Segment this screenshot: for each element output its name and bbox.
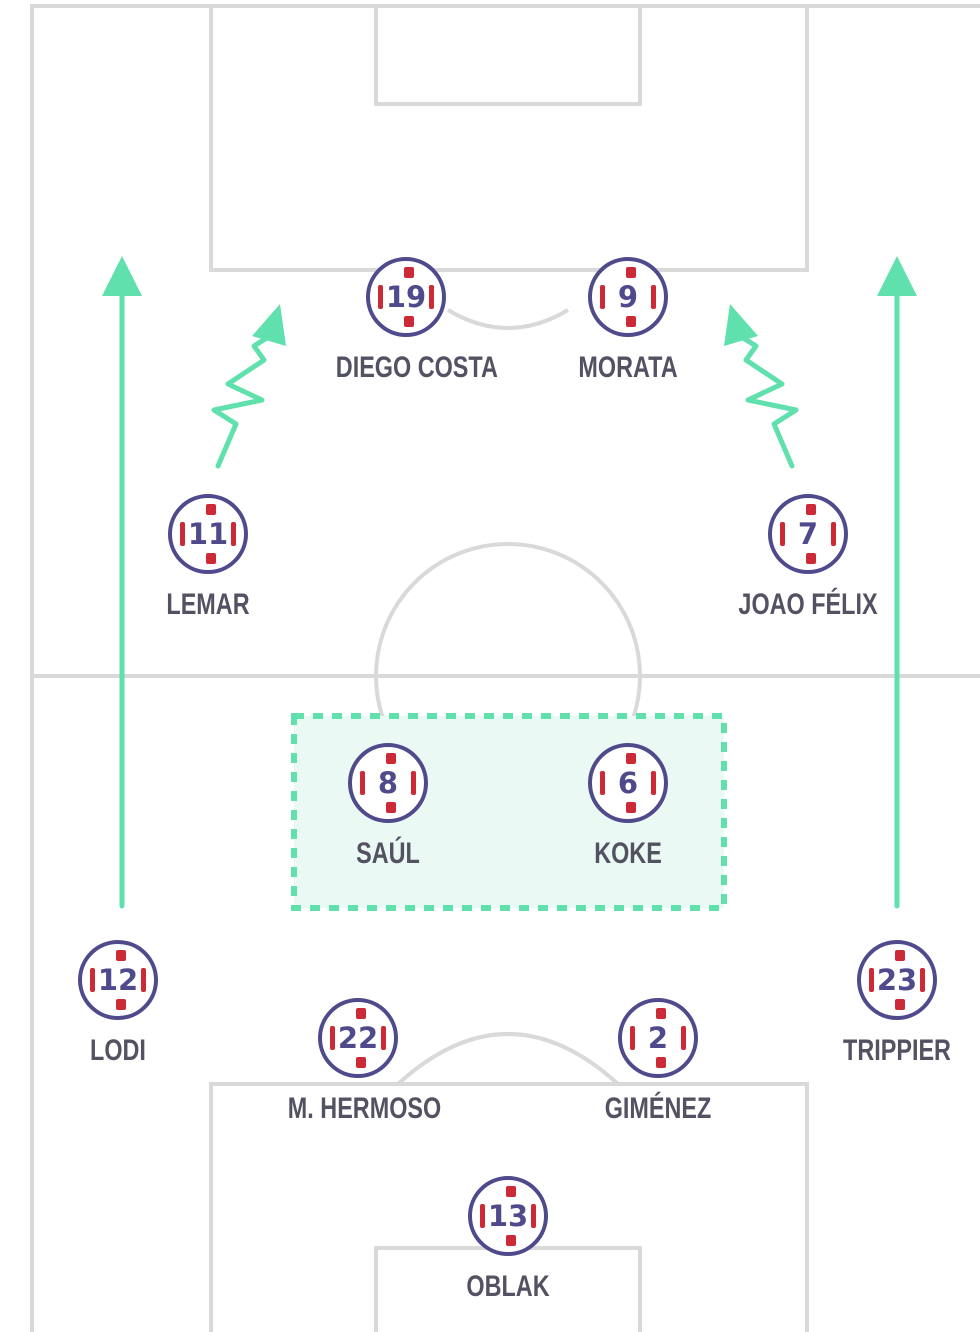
top-goal-area <box>374 4 642 106</box>
shirt-number: 2 <box>647 1021 669 1055</box>
shirt-number: 7 <box>797 517 819 551</box>
player-lemar: 11 LEMAR <box>118 494 298 622</box>
player-koke: 6 KOKE <box>538 743 718 871</box>
bottom-penalty-box <box>209 1082 809 1332</box>
right-dribble-arrow-head <box>724 304 758 346</box>
shirt-number: 23 <box>876 963 918 997</box>
top-penalty-box <box>209 4 809 272</box>
player-morata: 9 MORATA <box>538 257 718 385</box>
shirt-badge: 11 <box>168 494 248 574</box>
top-penalty-arc <box>446 308 570 330</box>
player-name: LEMAR <box>166 588 250 621</box>
player-diego-costa: 19 DIEGO COSTA <box>316 257 498 385</box>
shirt-badge: 9 <box>588 257 668 337</box>
shirt-badge: 13 <box>468 1176 548 1256</box>
shirt-badge: 19 <box>366 257 446 337</box>
shirt-badge: 12 <box>78 940 158 1020</box>
bottom-penalty-arc <box>396 1032 620 1086</box>
shirt-badge: 2 <box>618 998 698 1078</box>
player-trippier: 23 TRIPPIER <box>807 940 980 1068</box>
shirt-number: 11 <box>187 517 229 551</box>
player-oblak: 13 OBLAK <box>418 1176 598 1304</box>
shirt-number: 8 <box>377 766 399 800</box>
shirt-badge: 7 <box>768 494 848 574</box>
pitch-outline <box>30 4 980 1332</box>
player-m-hermoso: 22 M. HERMOSO <box>268 998 448 1126</box>
shirt-badge: 23 <box>857 940 937 1020</box>
player-name: M. HERMOSO <box>287 1092 442 1125</box>
player-name: GIMÉNEZ <box>604 1092 712 1125</box>
shirt-badge: 22 <box>318 998 398 1078</box>
shirt-badge: 8 <box>348 743 428 823</box>
player-gimenez: 2 GIMÉNEZ <box>568 998 748 1126</box>
player-name: SAÚL <box>356 837 420 870</box>
shirt-number: 9 <box>617 280 639 314</box>
player-name: OBLAK <box>466 1270 550 1303</box>
left-dribble-arrow-line <box>211 333 273 469</box>
player-lodi: 12 LODI <box>28 940 208 1068</box>
shirt-number: 13 <box>487 1199 529 1233</box>
shirt-number: 19 <box>385 280 427 314</box>
player-name: MORATA <box>578 351 678 384</box>
left-dribble-arrow-head <box>252 304 286 346</box>
player-name: JOAO FÉLIX <box>738 588 878 621</box>
shirt-number: 6 <box>617 766 639 800</box>
player-saul: 8 SAÚL <box>298 743 478 871</box>
player-joao-felix: 7 JOAO FÉLIX <box>718 494 898 622</box>
player-name: KOKE <box>594 837 662 870</box>
right-run-arrow-head <box>877 256 917 296</box>
player-name: TRIPPIER <box>843 1034 951 1067</box>
shirt-badge: 6 <box>588 743 668 823</box>
player-name: LODI <box>90 1034 146 1067</box>
left-run-arrow-head <box>102 256 142 296</box>
right-dribble-arrow-line <box>737 333 799 469</box>
player-name: DIEGO COSTA <box>335 351 498 384</box>
shirt-number: 22 <box>337 1021 379 1055</box>
shirt-number: 12 <box>97 963 139 997</box>
